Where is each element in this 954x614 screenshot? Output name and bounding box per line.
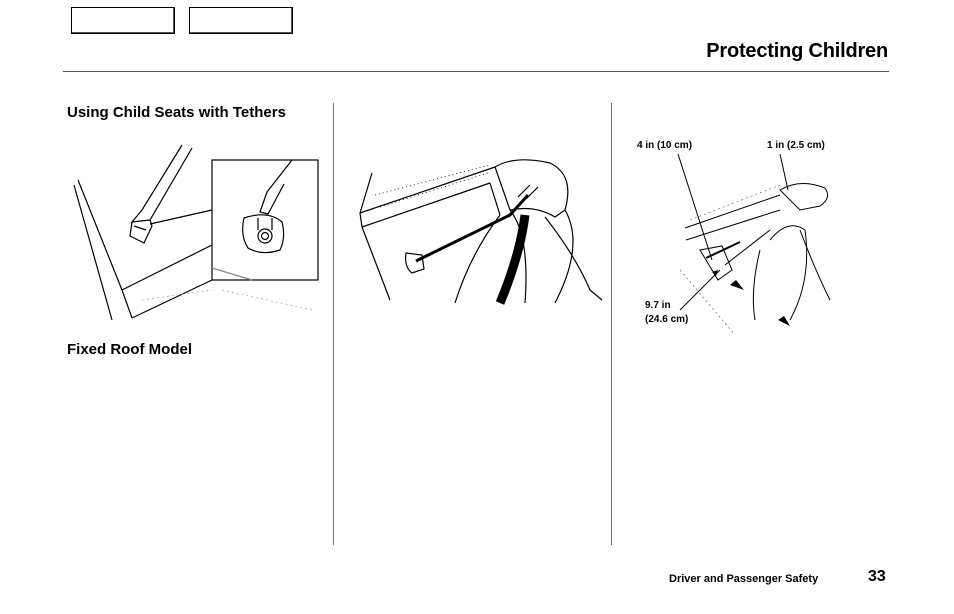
seat-tether-illustration — [350, 155, 605, 305]
page-number: 33 — [868, 568, 886, 585]
previous-page-button[interactable] — [71, 7, 175, 34]
page-title: Protecting Children — [706, 40, 888, 62]
label-four-inch: 4 in (10 cm) — [637, 140, 693, 151]
section-heading-tethers: Using Child Seats with Tethers — [67, 104, 286, 121]
footer-section-name: Driver and Passenger Safety — [669, 573, 819, 585]
tether-anchor-illustration — [72, 140, 322, 325]
label-one-inch: 1 in (2.5 cm) — [767, 140, 825, 151]
header-divider — [63, 71, 889, 72]
column-divider-left — [333, 103, 334, 545]
label-nine-point-seven-inch-line1: 9.7 in — [645, 300, 671, 311]
tether-measurement-illustration — [640, 150, 840, 335]
section-heading-fixed-roof: Fixed Roof Model — [67, 341, 192, 358]
label-nine-point-seven-inch-line2: (24.6 cm) — [645, 314, 689, 325]
column-divider-right — [611, 103, 612, 545]
label-nine-point-seven-inch: 9.7 in (24.6 cm) — [645, 299, 688, 327]
next-page-button[interactable] — [189, 7, 293, 34]
